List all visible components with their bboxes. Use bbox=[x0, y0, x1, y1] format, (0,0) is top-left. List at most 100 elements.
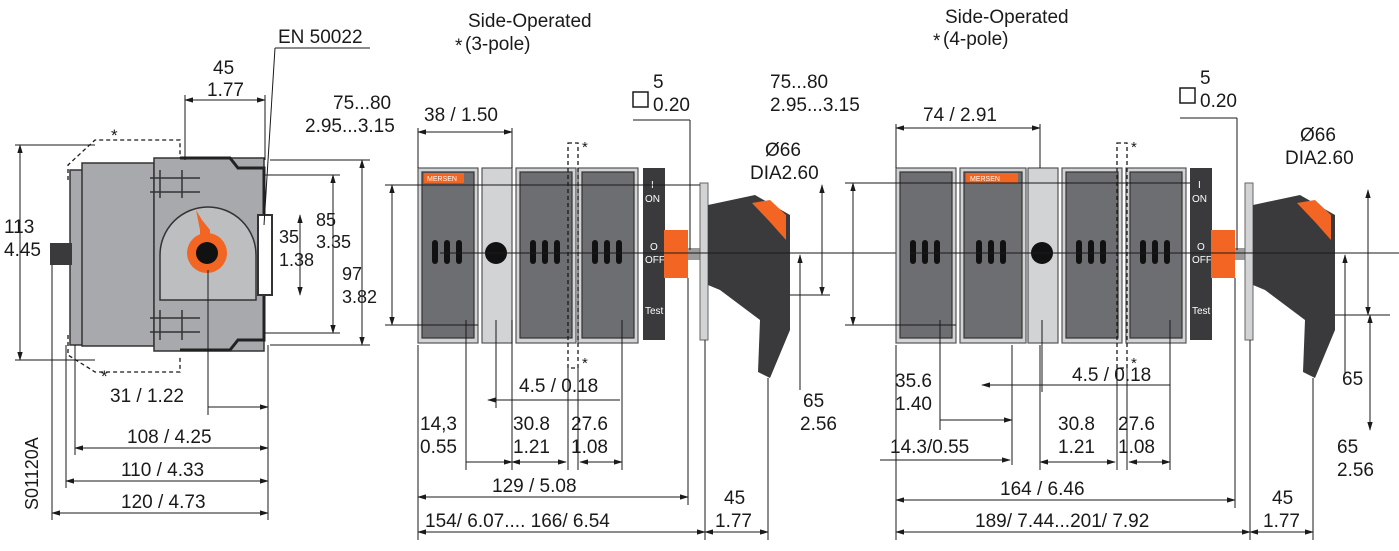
dim-side4-diameter: Ø66 bbox=[1300, 125, 1336, 146]
side3-logo-plate bbox=[424, 173, 464, 183]
dim-side4-356-inch: 1.40 bbox=[895, 394, 932, 415]
dim-side3-diameter: Ø66 bbox=[765, 140, 801, 161]
dim-side3-door2-inch: 2.95...3.15 bbox=[770, 95, 860, 116]
side3-title: Side-Operated bbox=[468, 11, 592, 32]
side4-subtitle: (4-pole) bbox=[943, 29, 1008, 50]
dim-side4-143-value: 14.3/0.55 bbox=[890, 437, 969, 458]
side3-door-plate bbox=[699, 182, 709, 341]
dim-side3-diameter-inch: DIA2.60 bbox=[750, 163, 819, 184]
dim-side4-308-inch: 1.21 bbox=[1058, 437, 1095, 458]
dim-side4-gap-value: 4.5 / 0.18 bbox=[1072, 365, 1151, 386]
dim-side3-door-mm: 75...80 bbox=[333, 93, 391, 114]
side3-handle-cap bbox=[752, 200, 786, 240]
dim-side4-65-top: 65 bbox=[1342, 369, 1363, 390]
side3-rotary-handle bbox=[708, 195, 790, 378]
dim-side3-65-value: 65 bbox=[803, 391, 824, 412]
dim-front-108-value: 108 / 4.25 bbox=[127, 427, 212, 448]
dim-side4-65-inch: 2.56 bbox=[1337, 460, 1374, 481]
dim-side4-74-value: 74 / 2.91 bbox=[923, 105, 997, 126]
drawing-code: S01120A bbox=[22, 437, 42, 510]
front-cover-dashed-top bbox=[67, 139, 181, 180]
side-view-3pole: Side-Operated * (3-pole) MERSEN * * I ON… bbox=[305, 11, 1000, 540]
dim-side3-door2-mm: 75...80 bbox=[770, 72, 828, 93]
dim-side4-45b-mm: 45 bbox=[1272, 488, 1293, 509]
side4-handle-cap bbox=[1297, 200, 1331, 240]
side3-switch-face bbox=[643, 168, 665, 340]
dim-side4-164-value: 164 / 6.46 bbox=[1000, 479, 1085, 500]
side3-slots bbox=[432, 240, 622, 264]
dim-front-97-inch: 3.82 bbox=[342, 287, 377, 307]
side4-accessory-asterisk-bottom: * bbox=[1131, 355, 1137, 372]
side4-label-Test: Test bbox=[1192, 306, 1211, 317]
dim-side3-308-mm: 30.8 bbox=[513, 414, 550, 435]
side4-logo-text: MERSEN bbox=[970, 176, 1000, 183]
dim-side4-square-mm: 5 bbox=[1200, 68, 1211, 89]
dim-side4-45b-inch: 1.77 bbox=[1263, 511, 1300, 532]
side3-shaft-coupling bbox=[664, 230, 688, 278]
side4-label-I: I bbox=[1198, 180, 1201, 191]
dim-front-35-value: 35 bbox=[279, 227, 299, 247]
dim-side3-door-inch: 2.95...3.15 bbox=[305, 116, 395, 137]
dim-side4-356-mm: 35.6 bbox=[895, 371, 932, 392]
dim-side3-129-value: 129 / 5.08 bbox=[492, 476, 577, 497]
dim-front-113-inch: 4.45 bbox=[4, 240, 41, 261]
front-terminal-top bbox=[150, 170, 200, 198]
dim-side4-diameter-inch: DIA2.60 bbox=[1285, 148, 1354, 169]
dim-side3-45b-inch: 1.77 bbox=[715, 511, 752, 532]
dim-side3-276-inch: 1.08 bbox=[571, 437, 608, 458]
side3-label-Test: Test bbox=[645, 306, 664, 317]
dim-front-113-value: 113 bbox=[4, 217, 34, 238]
side4-square-symbol bbox=[1179, 87, 1196, 104]
side4-rotary-handle bbox=[1253, 195, 1335, 378]
dim-side3-143-mm: 14,3 bbox=[420, 414, 457, 435]
side3-accessory-asterisk-bottom: * bbox=[582, 355, 588, 372]
dim-front-35-inch: 1.38 bbox=[279, 250, 314, 270]
side-view-4pole: Side-Operated * (4-pole) MERSEN * * I ON… bbox=[845, 7, 1399, 540]
dim-side3-143-inch: 0.55 bbox=[420, 437, 457, 458]
side4-label-OFF: OFF bbox=[1192, 255, 1212, 266]
side3-label-OFF: OFF bbox=[645, 255, 665, 266]
dim-front-120-value: 120 / 4.73 bbox=[121, 492, 206, 513]
side4-slots bbox=[910, 240, 1170, 264]
side3-logo-text: MERSEN bbox=[427, 176, 457, 183]
front-asterisk-bottom: * bbox=[101, 367, 108, 386]
dim-front-110-value: 110 / 4.33 bbox=[121, 460, 204, 481]
side4-accessory-asterisk-top: * bbox=[1131, 139, 1137, 156]
front-cover-dashed-bottom bbox=[67, 335, 181, 373]
front-asterisk-top: * bbox=[111, 126, 118, 145]
dim-side3-45b-mm: 45 bbox=[724, 488, 745, 509]
dim-side3-38-value: 38 / 1.50 bbox=[424, 105, 498, 126]
din-rail-clip bbox=[257, 214, 273, 296]
dim-side4-square-inch: 0.20 bbox=[1200, 91, 1237, 112]
side4-asterisk: * bbox=[933, 31, 941, 52]
side3-label-ON: ON bbox=[645, 194, 660, 205]
side4-label-O: O bbox=[1197, 242, 1205, 253]
side4-label-ON: ON bbox=[1192, 194, 1207, 205]
dim-side3-square-inch: 0.20 bbox=[653, 95, 690, 116]
side3-accessory-dashed bbox=[567, 142, 579, 369]
dim-front-31-value: 31 / 1.22 bbox=[110, 386, 184, 407]
side3-square-symbol bbox=[632, 91, 649, 108]
side4-title: Side-Operated bbox=[945, 7, 1069, 28]
side3-subtitle: (3-pole) bbox=[465, 34, 530, 55]
side4-switch-face bbox=[1190, 168, 1212, 340]
dim-front-97-value: 97 bbox=[342, 264, 362, 284]
dim-front-85-inch: 3.35 bbox=[316, 232, 351, 252]
dim-side4-65-value: 65 bbox=[1337, 437, 1358, 458]
side3-asterisk: * bbox=[455, 36, 463, 57]
dim-side3-65-inch: 2.56 bbox=[800, 414, 837, 435]
side3-accessory-asterisk-top: * bbox=[582, 139, 588, 156]
dim-front-85-value: 85 bbox=[316, 210, 336, 230]
dim-side4-308-mm: 30.8 bbox=[1058, 414, 1095, 435]
dim-side4-276-inch: 1.08 bbox=[1118, 437, 1155, 458]
dim-side3-308-inch: 1.21 bbox=[513, 437, 550, 458]
dim-side4-overall-value: 189/ 7.44...201/ 7.92 bbox=[975, 511, 1149, 532]
dim-front-45-inch: 1.77 bbox=[207, 80, 244, 101]
standard-label: EN 50022 bbox=[278, 27, 363, 48]
front-shaft-stub bbox=[50, 243, 72, 265]
side4-logo-plate bbox=[966, 173, 1018, 183]
dim-side3-276-mm: 27.6 bbox=[571, 414, 608, 435]
front-view: 45 1.77 113 4.45 EN 50022 35 1.38 85 3.3… bbox=[4, 27, 377, 520]
